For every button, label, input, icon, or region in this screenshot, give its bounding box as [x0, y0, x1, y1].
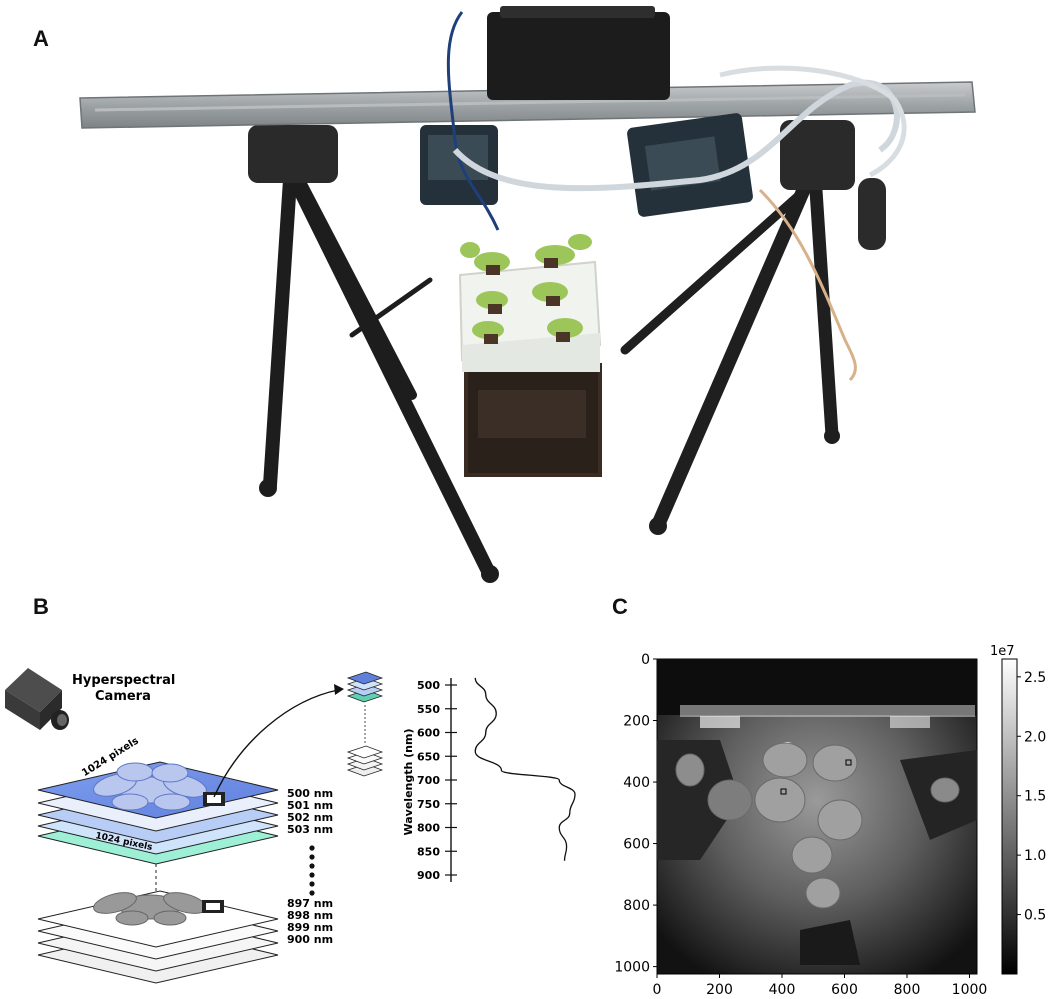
wavelength-tick-label: 800	[417, 822, 440, 835]
band-label: 898 nm	[287, 909, 333, 922]
band-label: 899 nm	[287, 921, 333, 934]
y-tick-label: 600	[623, 837, 650, 853]
panel-label-c: C	[612, 594, 628, 619]
colorbar	[1001, 658, 1018, 975]
spectrum-plot: Wavelength (nm) 500 550 600 650 700 750 800 850…	[402, 677, 576, 882]
ellipsis-dots	[309, 845, 315, 896]
camera-label: Hyperspectral	[72, 673, 175, 688]
left-tripod	[248, 125, 499, 583]
panel-label-a: A	[33, 26, 49, 51]
y-tick-label: 200	[623, 714, 650, 730]
y-tick-label: 1000	[614, 960, 650, 976]
colorbar-tick-label: 2.5	[1024, 670, 1046, 686]
plant-tray	[458, 234, 602, 477]
wavelength-tick-label: 850	[417, 845, 440, 858]
camera-label: Camera	[95, 689, 151, 704]
x-tick-label: 200	[706, 982, 733, 998]
colorbar-tick-label: 1.5	[1024, 789, 1046, 805]
spectrum-line	[474, 677, 576, 861]
wavelength-tick-label: 750	[417, 798, 440, 811]
y-tick-label: 400	[623, 775, 650, 791]
right-tripod	[620, 120, 886, 535]
colorbar-tick-label: 2.0	[1024, 729, 1046, 745]
band-label: 900 nm	[287, 933, 333, 946]
x-tick-label: 600	[831, 982, 858, 998]
x-tick-label: 400	[769, 982, 796, 998]
panel-b-diagram: 1024 pixels 1024 pixels 500 nm 501 nm 50…	[5, 668, 576, 984]
panel-a-photo	[79, 6, 976, 583]
wavelength-axis-label: Wavelength (nm)	[402, 729, 415, 836]
camera-housing	[487, 12, 670, 100]
band-label: 501 nm	[287, 799, 333, 812]
hyperspectral-camera-icon	[5, 668, 69, 730]
band-label: 503 nm	[287, 823, 333, 836]
rail	[79, 81, 976, 129]
panel-label-b: B	[33, 594, 49, 619]
y-tick-label: 0	[641, 652, 650, 668]
wavelength-tick-label: 500	[417, 679, 440, 692]
wavelength-tick-label: 700	[417, 774, 440, 787]
lamp-right	[627, 113, 753, 217]
lamp-left	[420, 125, 498, 205]
x-tick-label: 1000	[952, 982, 988, 998]
rosette-top	[93, 762, 207, 811]
wavelength-tick-label: 550	[417, 703, 440, 716]
wavelength-tick-label: 900	[417, 869, 440, 882]
wavelength-tick-label: 600	[417, 727, 440, 740]
leaves	[675, 742, 960, 909]
cable-blue	[446, 11, 500, 231]
band-label: 897 nm	[287, 897, 333, 910]
x-tick-label: 0	[653, 982, 662, 998]
wavelength-tick-label: 650	[417, 750, 440, 763]
colorbar-tick-label: 0.5	[1024, 908, 1046, 924]
y-tick-label: 800	[623, 898, 650, 914]
band-label: 500 nm	[287, 787, 333, 800]
colorbar-exponent: 1e7	[990, 644, 1015, 659]
colorbar-tick-label: 1.0	[1024, 848, 1046, 864]
x-tick-label: 800	[894, 982, 921, 998]
pixel-spectrum-stack	[346, 671, 384, 777]
rosette-bottom	[93, 892, 207, 926]
band-label: 502 nm	[287, 811, 333, 824]
